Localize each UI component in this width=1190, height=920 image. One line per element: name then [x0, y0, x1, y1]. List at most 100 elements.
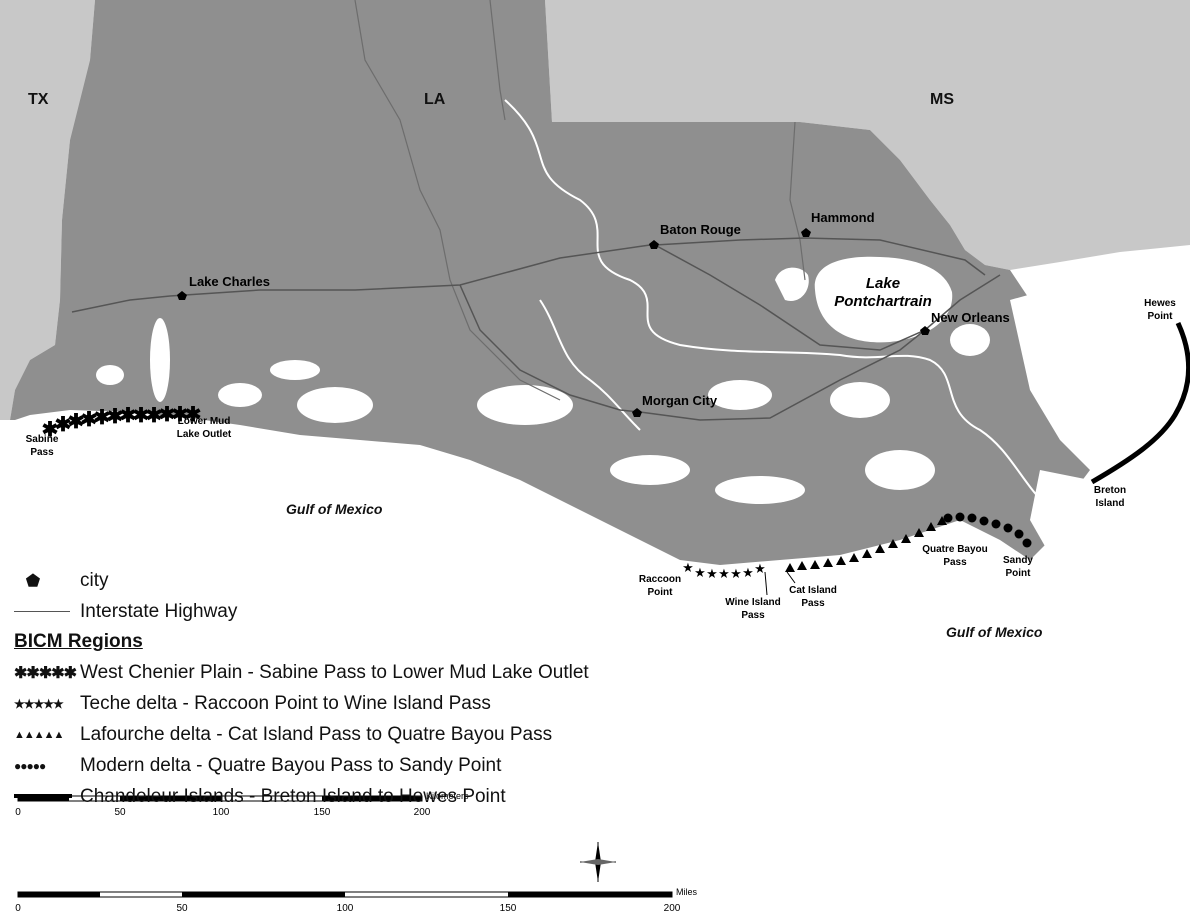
svg-text:Miles: Miles	[676, 887, 698, 897]
svg-text:✱: ✱	[185, 404, 202, 426]
svg-text:Kilometers: Kilometers	[426, 791, 469, 801]
lake-pontchartrain	[814, 256, 953, 343]
i10-baton-rouge-new-orleans	[654, 244, 1001, 351]
atchafalaya-river	[539, 299, 641, 431]
legend-label-modern-delta: Modern delta - Quatre Bayou Pass to Sand…	[80, 754, 502, 776]
west-chenier-plain-markers: ✱✱✱ ✱✱✱ ✱✱✱ ✱✱✱	[42, 404, 202, 441]
svg-text:150: 150	[500, 903, 517, 914]
boundary-lines	[354, 0, 806, 401]
svg-text:Wine Island: Wine Island	[725, 597, 780, 608]
svg-text:Hewes: Hewes	[1144, 298, 1176, 309]
state-label-tx: TX	[28, 91, 49, 108]
legend-row-chandeleur: Chandeleur Islands - Breton Island to He…	[14, 781, 589, 812]
svg-text:100: 100	[337, 903, 354, 914]
texas-land	[0, 0, 95, 420]
svg-text:0: 0	[15, 903, 21, 914]
state-label-ms: MS	[930, 91, 954, 108]
legend-row-highway: Interstate Highway	[14, 596, 589, 627]
svg-text:✱: ✱	[42, 419, 59, 441]
svg-text:✱: ✱	[120, 405, 137, 427]
legend-row-teche: ★★★★★ Teche delta - Raccoon Point to Win…	[14, 688, 589, 719]
legend-label-city: city	[80, 569, 109, 591]
mississippi-land	[545, 0, 1190, 270]
lake-maurepas	[775, 267, 809, 301]
legend-label-teche: Teche delta - Raccoon Point to Wine Isla…	[80, 692, 491, 714]
svg-text:★: ★	[682, 561, 694, 576]
svg-text:Breton: Breton	[1094, 485, 1126, 496]
legend-row-city: ⬟ city	[14, 565, 589, 596]
svg-text:★: ★	[754, 562, 766, 577]
city-markers	[177, 228, 930, 417]
svg-text:Lower Mud: Lower Mud	[178, 416, 231, 427]
coastal-labels: Sabine Pass Lower Mud Lake Outlet Raccoo…	[26, 298, 1177, 621]
svg-text:✱: ✱	[55, 414, 72, 436]
svg-text:Sandy: Sandy	[1003, 555, 1033, 566]
svg-text:✱: ✱	[94, 407, 111, 429]
svg-text:Island: Island	[1096, 498, 1125, 509]
svg-text:200: 200	[664, 903, 681, 914]
svg-text:Cat Island: Cat Island	[789, 585, 837, 596]
svg-text:✱: ✱	[159, 404, 176, 426]
svg-text:✱: ✱	[133, 405, 150, 427]
city-marker-baton-rouge	[649, 240, 659, 249]
lake-label-line2: Pontchartrain	[834, 293, 932, 310]
city-label-lake-charles: Lake Charles	[189, 274, 270, 289]
svg-text:Pass: Pass	[30, 447, 54, 458]
i12	[654, 237, 986, 276]
svg-text:★: ★	[718, 567, 730, 582]
bird-foot-delta-water	[1030, 470, 1110, 560]
city-marker-new-orleans	[920, 326, 930, 335]
state-label-la: LA	[424, 91, 446, 108]
city-symbol-icon: ⬟	[26, 572, 40, 590]
legend-row-lafourche: ▲▲▲▲▲ Lafourche delta - Cat Island Pass …	[14, 719, 589, 750]
svg-text:Lake Outlet: Lake Outlet	[177, 429, 232, 440]
city-marker-hammond	[801, 228, 811, 237]
svg-text:Quatre Bayou: Quatre Bayou	[922, 544, 988, 555]
svg-text:✱: ✱	[146, 405, 163, 427]
highway-line-icon	[14, 603, 80, 621]
svg-text:Sabine: Sabine	[26, 434, 59, 445]
svg-text:★: ★	[730, 567, 742, 582]
legend-label-west-chenier: West Chenier Plain - Sabine Pass to Lowe…	[80, 661, 589, 683]
gulf-label-east: Gulf of Mexico	[946, 624, 1043, 640]
svg-text:50: 50	[114, 807, 126, 818]
city-label-morgan-city: Morgan City	[642, 393, 718, 408]
star-marker-icon: ★★★★★	[14, 696, 64, 711]
svg-text:✱: ✱	[81, 409, 98, 431]
label-leader-lines	[764, 571, 796, 596]
chandeleur-islands-line	[1090, 321, 1190, 485]
chandeleur-sound	[1010, 250, 1190, 500]
legend-row-west-chenier: ✱✱✱✱✱ West Chenier Plain - Sabine Pass t…	[14, 657, 589, 688]
mississippi-river	[504, 99, 1051, 511]
interstate-highways	[71, 237, 1001, 421]
svg-text:Pass: Pass	[801, 598, 825, 609]
louisiana-land	[10, 0, 1110, 565]
circle-marker-icon: ●●●●●	[14, 758, 46, 773]
svg-text:Point: Point	[1148, 311, 1174, 322]
legend-label-lafourche: Lafourche delta - Cat Island Pass to Qua…	[80, 723, 553, 745]
map-legend: ⬟ city Interstate Highway BICM Regions ✱…	[14, 565, 589, 812]
svg-text:✱: ✱	[68, 411, 85, 433]
triangle-marker-icon: ▲▲▲▲▲	[14, 728, 64, 741]
city-label-hammond: Hammond	[811, 210, 875, 225]
svg-text:200: 200	[414, 807, 431, 818]
svg-text:0: 0	[15, 807, 21, 818]
svg-text:✱: ✱	[107, 406, 124, 428]
lafourche-delta-markers	[785, 516, 947, 572]
svg-text:Point: Point	[648, 587, 674, 598]
compass-rose-icon	[580, 842, 616, 882]
svg-text:Pass: Pass	[741, 610, 765, 621]
teche-delta-markers: ★★★ ★★★ ★	[682, 561, 766, 582]
thick-line-icon	[14, 788, 80, 806]
legend-label-highway: Interstate Highway	[80, 600, 238, 622]
rivers	[504, 99, 1051, 511]
svg-text:Pass: Pass	[943, 557, 967, 568]
svg-text:✱: ✱	[172, 404, 189, 426]
legend-label-chandeleur: Chandeleur Islands - Breton Island to He…	[80, 785, 506, 807]
city-marker-lake-charles	[177, 291, 187, 300]
scale-bar-miles: 0 50 100 150 200 Miles	[15, 887, 697, 914]
gulf-label-west: Gulf of Mexico	[286, 501, 383, 517]
svg-text:150: 150	[314, 807, 331, 818]
svg-text:50: 50	[176, 903, 188, 914]
